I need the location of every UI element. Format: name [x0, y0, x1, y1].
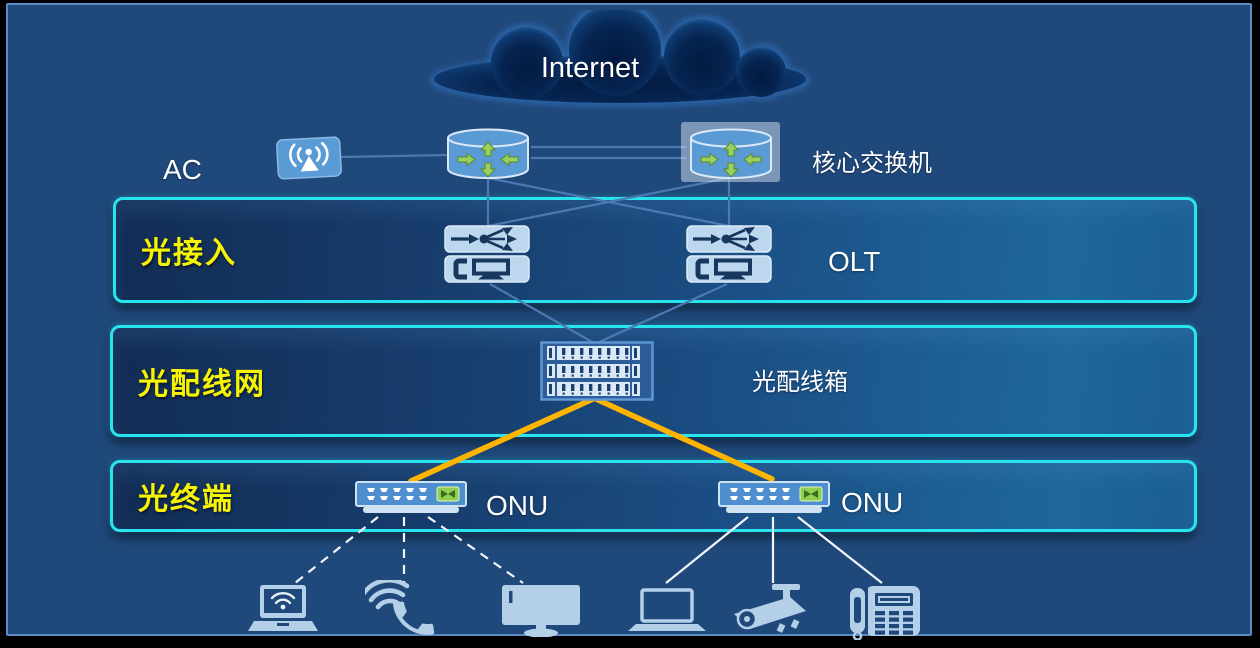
desk-phone-icon — [850, 586, 920, 640]
core-switch-left-icon — [447, 128, 529, 179]
internet-cloud-icon — [430, 10, 810, 106]
onu-left-icon — [355, 481, 467, 513]
onu-right-label: ONU — [841, 487, 904, 518]
odf-box-icon — [540, 341, 654, 401]
ip-camera-icon — [734, 584, 806, 633]
odf-label: 光配线箱 — [752, 369, 848, 396]
laptop-icon — [628, 588, 706, 631]
internet-label: Internet — [540, 52, 640, 84]
core-switch-right-icon — [690, 128, 772, 179]
wireless-ac-icon — [276, 136, 342, 180]
core-switch-label: 核心交换机 — [812, 150, 932, 177]
olt-right-icon — [686, 225, 772, 283]
monitor-icon — [502, 585, 580, 637]
ac-label: AC — [163, 154, 202, 185]
band-optical-access — [113, 197, 1197, 303]
band-optical-terminal — [110, 460, 1197, 532]
olt-label: OLT — [828, 246, 881, 277]
onu-right-icon — [718, 481, 830, 513]
olt-left-icon — [444, 225, 530, 283]
wifi-laptop-icon — [248, 585, 318, 631]
wireless-phone-icon — [365, 580, 435, 635]
onu-left-label: ONU — [486, 490, 549, 521]
